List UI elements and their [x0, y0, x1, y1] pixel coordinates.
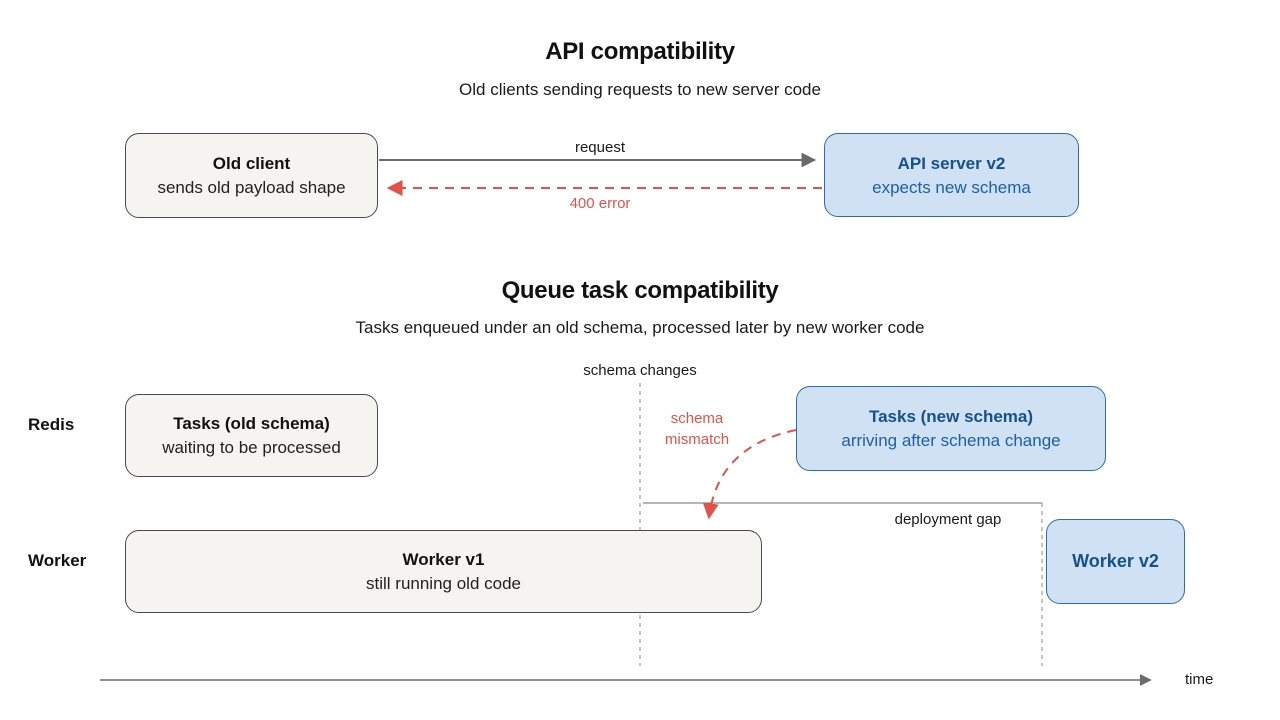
- worker-v1-box-title: Worker v1: [402, 550, 485, 569]
- tasks-new-schema-box-title: Tasks (new schema): [868, 407, 1034, 426]
- api-server-v2-box-subtitle: expects new schema: [872, 177, 1031, 197]
- deployment-gap-label: deployment gap: [894, 511, 1002, 528]
- api-server-v2-box: API server v2 expects new schema: [824, 133, 1079, 217]
- schema-mismatch-label: schema mismatch: [664, 410, 730, 448]
- worker-row-label: Worker: [28, 551, 87, 570]
- request-arrow-label: request: [574, 139, 626, 156]
- old-client-box-subtitle: sends old payload shape: [157, 178, 346, 197]
- worker-v2-box-title: Worker v2: [1072, 551, 1159, 571]
- schema-changes-label: schema changes: [583, 362, 697, 379]
- tasks-old-schema-box-title: Tasks (old schema): [173, 414, 330, 433]
- tasks-new-schema-box-subtitle: arriving after schema change: [841, 431, 1061, 450]
- queue-section-title: Queue task compatibility: [501, 277, 779, 304]
- worker-v1-box-subtitle: still running old code: [366, 574, 521, 593]
- error-400-label: 400 error: [569, 195, 631, 212]
- worker-v2-box: Worker v2: [1046, 519, 1185, 604]
- time-axis-label: time: [1185, 671, 1214, 688]
- tasks-old-schema-box: Tasks (old schema) waiting to be process…: [125, 394, 378, 477]
- tasks-old-schema-box-subtitle: waiting to be processed: [162, 438, 341, 457]
- old-client-box: Old client sends old payload shape: [125, 133, 378, 218]
- queue-section-subtitle: Tasks enqueued under an old schema, proc…: [355, 318, 925, 337]
- api-section-subtitle: Old clients sending requests to new serv…: [459, 80, 821, 99]
- api-server-v2-box-title: API server v2: [897, 153, 1006, 173]
- old-client-box-title: Old client: [212, 154, 291, 173]
- redis-row-label: Redis: [28, 415, 75, 434]
- api-section-title: API compatibility: [545, 38, 735, 65]
- worker-v1-box: Worker v1 still running old code: [125, 530, 762, 613]
- tasks-new-schema-box: Tasks (new schema) arriving after schema…: [796, 386, 1106, 471]
